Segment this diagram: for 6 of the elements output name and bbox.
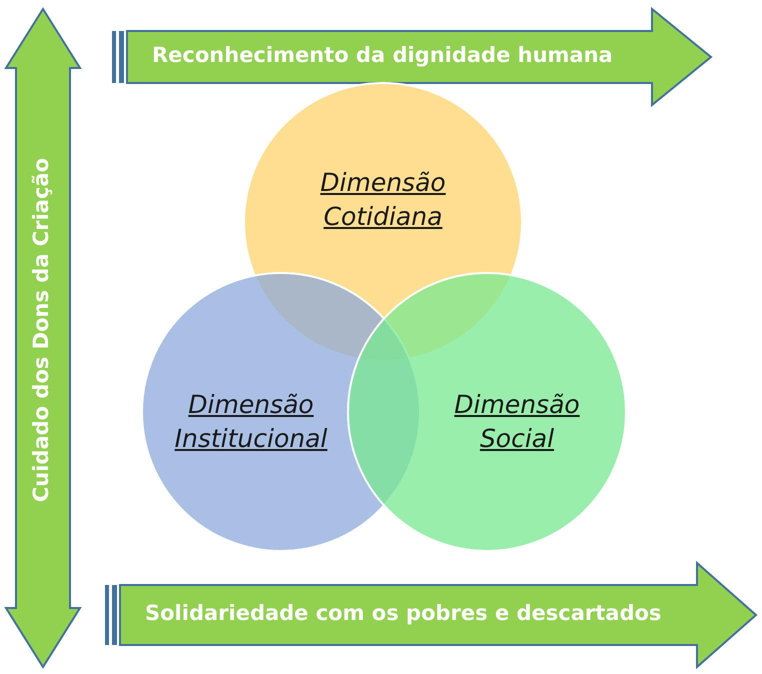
circle-label: Dimensão Institucional	[174, 389, 328, 455]
arrow-label: Solidariedade com os pobres e descartados	[145, 601, 662, 625]
circle-label: Dimensão Social	[453, 389, 581, 455]
arrow-label: Reconhecimento da dignidade humana	[152, 43, 613, 67]
circle-label: Dimensão Cotidiana	[319, 167, 447, 233]
arrow-label: Cuidado dos Dons da Criação	[29, 158, 53, 502]
